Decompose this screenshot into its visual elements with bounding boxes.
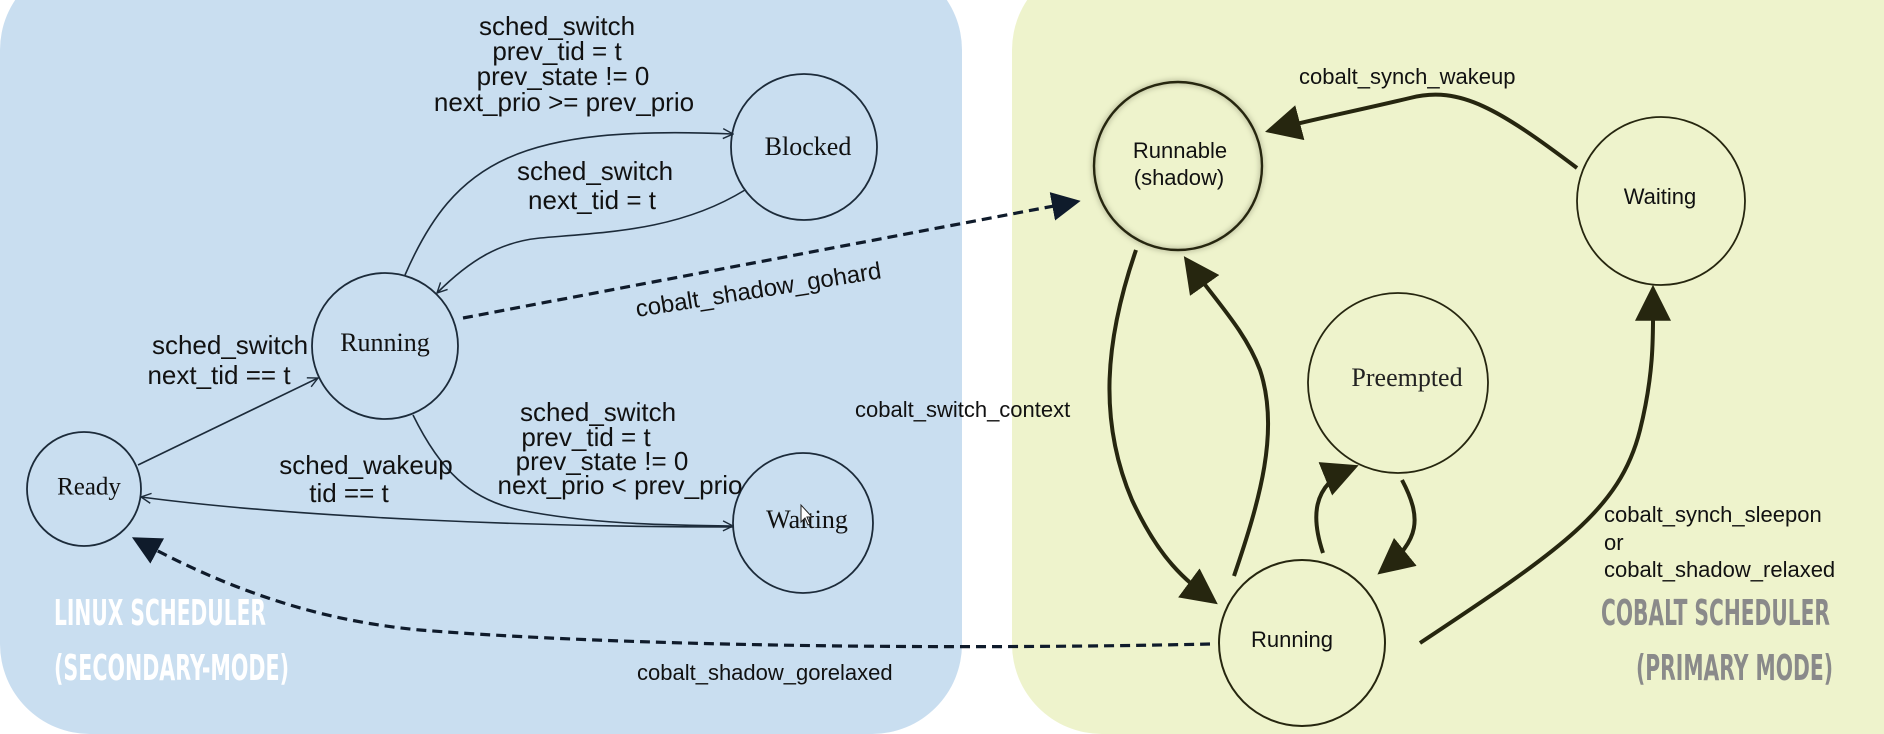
svg-text:tid == t: tid == t	[309, 478, 389, 508]
edge-waiting-to-ready	[141, 497, 734, 528]
state-blocked-circle	[730, 73, 878, 221]
svg-text:cobalt_synch_sleepon: cobalt_synch_sleepon	[1604, 502, 1822, 527]
label-switch-context: cobalt_switch_context	[855, 397, 1070, 422]
edge-running-to-waiting	[412, 414, 733, 526]
state-running-label: Running	[340, 328, 430, 357]
svg-text:next_prio < prev_prio: next_prio < prev_prio	[498, 470, 743, 500]
svg-text:next_tid = t: next_tid = t	[528, 185, 657, 215]
label-running-to-waiting-cobalt: cobalt_synch_sleepon or cobalt_shadow_re…	[1604, 502, 1835, 582]
state-running-circle-cobalt	[1218, 559, 1386, 727]
edge-running-to-waiting	[1418, 284, 1672, 645]
edge-gorelaxed	[131, 537, 1211, 649]
svg-text:sched_switch: sched_switch	[479, 11, 635, 41]
svg-text:next_tid == t: next_tid == t	[147, 360, 291, 390]
state-ready-label: Ready	[57, 474, 121, 501]
state-preempted-label: Preempted	[1351, 363, 1462, 392]
state-preempted-circle	[1307, 292, 1489, 474]
svg-text:(PRIMARY MODE): (PRIMARY MODE)	[1636, 648, 1833, 689]
svg-text:sched_switch: sched_switch	[517, 156, 673, 186]
label-gorelaxed: cobalt_shadow_gorelaxed	[637, 660, 893, 685]
svg-text:prev_state != 0: prev_state != 0	[516, 446, 689, 476]
state-blocked-label: Blocked	[765, 132, 852, 161]
edge-preempted-to-running	[1377, 479, 1417, 575]
edge-ready-to-running	[137, 378, 318, 466]
state-running-circle	[311, 272, 459, 420]
svg-text:sched_switch: sched_switch	[520, 397, 676, 427]
svg-text:COBALT SCHEDULER: COBALT SCHEDULER	[1601, 593, 1830, 634]
state-waiting-circle	[732, 452, 874, 594]
label-synch-wakeup: cobalt_synch_wakeup	[1299, 64, 1515, 89]
state-waiting-label-cobalt: Waiting	[1624, 184, 1697, 209]
svg-text:prev_tid = t: prev_tid = t	[521, 422, 651, 452]
cobalt-panel	[1012, 0, 1884, 734]
label-waiting-to-ready: sched_wakeup tid == t	[279, 450, 452, 508]
edge-running-to-preempted	[1314, 462, 1359, 554]
state-runnable-label-line1: Runnable	[1133, 138, 1227, 163]
state-runnable-circle	[1092, 80, 1264, 252]
state-runnable-label-line2: (shadow)	[1134, 165, 1224, 190]
svg-text:(SECONDARY-MODE): (SECONDARY-MODE)	[54, 648, 289, 689]
label-blocked-to-running: sched_switch next_tid = t	[517, 156, 673, 215]
svg-text:prev_tid = t: prev_tid = t	[492, 36, 622, 66]
svg-text:next_prio >= prev_prio: next_prio >= prev_prio	[434, 87, 694, 117]
cobalt-panel-title: COBALT SCHEDULER (PRIMARY MODE)	[1601, 593, 1833, 689]
edge-running-to-blocked	[404, 133, 733, 276]
edge-waiting-to-runnable	[1265, 92, 1579, 170]
linux-panel-title: LINUX SCHEDULER (SECONDARY-MODE)	[54, 593, 289, 689]
edge-gohard	[462, 192, 1081, 320]
state-running-label-cobalt: Running	[1251, 627, 1333, 652]
state-ready-circle	[26, 431, 142, 547]
edge-running-to-runnable	[1183, 256, 1271, 577]
linux-panel	[0, 0, 962, 734]
edge-blocked-to-running	[437, 189, 746, 293]
svg-text:prev_state != 0: prev_state != 0	[477, 61, 650, 91]
edge-runnable-to-running	[1107, 249, 1218, 605]
label-running-to-blocked: sched_switch prev_tid = t prev_state != …	[434, 11, 694, 117]
mouse-cursor-icon	[800, 503, 814, 526]
label-ready-to-running: sched_switch next_tid == t	[147, 330, 308, 390]
svg-text:sched_switch: sched_switch	[152, 330, 308, 360]
svg-text:sched_wakeup: sched_wakeup	[279, 450, 452, 480]
svg-text:cobalt_shadow_relaxed: cobalt_shadow_relaxed	[1604, 557, 1835, 582]
svg-text:LINUX SCHEDULER: LINUX SCHEDULER	[54, 593, 266, 634]
label-running-to-waiting: sched_switch prev_tid = t prev_state != …	[498, 397, 743, 500]
state-waiting-circle-cobalt	[1576, 116, 1746, 286]
svg-text:or: or	[1604, 530, 1624, 555]
